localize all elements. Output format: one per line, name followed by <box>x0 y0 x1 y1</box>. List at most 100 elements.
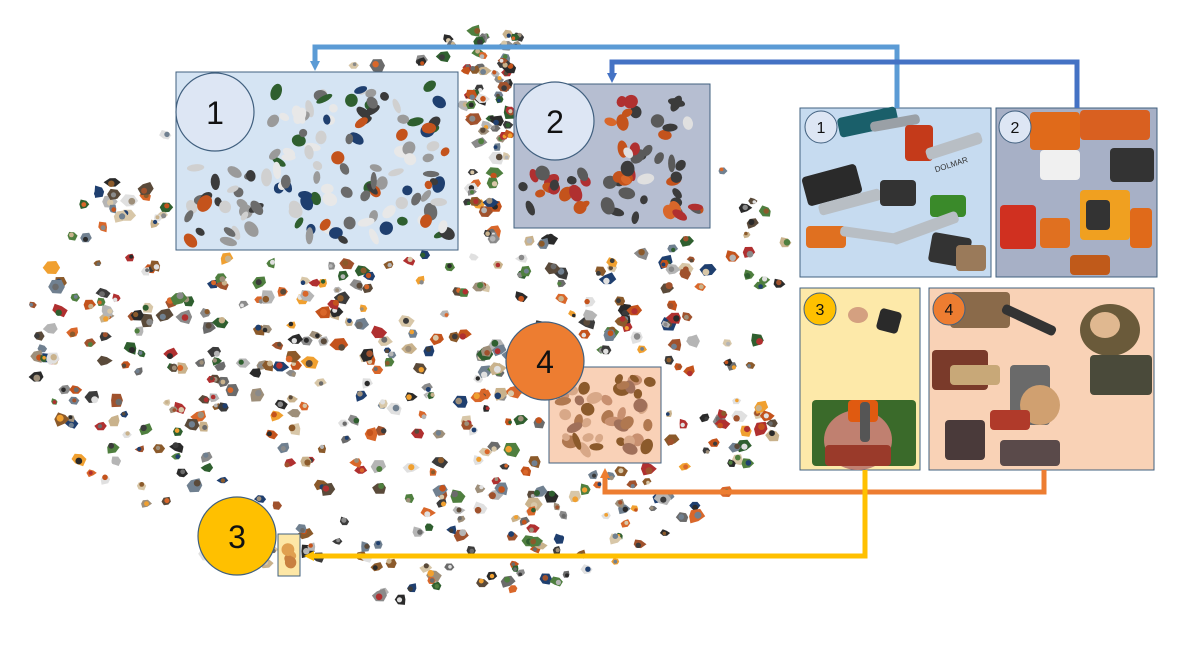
thumbnail <box>102 304 113 316</box>
region-thumbnail <box>675 159 686 171</box>
thumbnail <box>614 296 626 306</box>
thumbnail <box>489 115 504 127</box>
region-thumbnail <box>282 147 296 158</box>
region-thumbnail <box>197 195 213 212</box>
thumbnail <box>491 477 502 485</box>
zoom-panel-1-label: 1 <box>817 120 826 137</box>
region-thumbnail <box>421 122 437 134</box>
thumbnail <box>648 505 658 512</box>
thumbnail <box>175 309 193 325</box>
thumbnail <box>79 199 90 209</box>
thumbnail <box>169 406 178 414</box>
region-thumbnail <box>682 116 693 130</box>
thumbnail <box>502 120 514 129</box>
thumbnail <box>42 261 61 274</box>
thumbnail <box>206 375 216 383</box>
region-thumbnail <box>642 144 653 157</box>
thumbnail <box>741 458 755 469</box>
thumbnail <box>478 447 493 457</box>
region-thumbnail <box>186 164 205 172</box>
thumbnail <box>238 300 249 309</box>
region-thumbnail <box>407 117 424 127</box>
region-thumbnail <box>339 163 350 175</box>
thumbnail <box>660 282 674 294</box>
thumbnail <box>510 33 520 41</box>
region-thumbnail <box>357 217 375 227</box>
region-thumbnails <box>183 80 704 569</box>
thumbnail <box>70 293 80 302</box>
region-thumbnail <box>288 200 302 217</box>
thumbnail <box>448 331 460 343</box>
region-thumbnail <box>643 376 656 387</box>
thumbnail-scatter <box>28 24 792 605</box>
thumbnail <box>274 399 288 410</box>
thumbnail <box>515 254 528 263</box>
thumbnail <box>465 113 482 126</box>
thumbnail <box>98 221 107 233</box>
region-thumbnail <box>186 200 198 214</box>
region-thumbnail <box>589 443 604 451</box>
thumbnail <box>109 204 117 214</box>
thumbnail <box>96 355 113 366</box>
thumbnail <box>717 409 728 419</box>
thumbnail <box>286 321 296 329</box>
thumbnail <box>509 560 520 568</box>
thumbnail <box>103 178 121 187</box>
region-thumbnail <box>629 374 639 383</box>
thumbnail <box>216 476 229 484</box>
region-thumbnail <box>687 203 703 211</box>
thumbnail <box>473 455 484 466</box>
thumbnail <box>679 418 688 429</box>
region-thumbnail <box>366 96 378 109</box>
thumbnail <box>137 349 146 358</box>
panel-4-wood-logs <box>932 292 1152 466</box>
thumbnail <box>318 336 329 346</box>
region-thumbnail <box>572 432 582 450</box>
thumbnail <box>526 524 540 533</box>
thumbnail <box>469 426 479 436</box>
thumbnail <box>404 493 415 503</box>
thumbnail <box>317 278 327 288</box>
thumbnail <box>250 388 265 402</box>
thumbnail <box>65 418 79 429</box>
region-thumbnail <box>338 235 348 244</box>
region-thumbnail <box>183 233 198 248</box>
thumbnail <box>520 466 532 477</box>
thumbnail <box>491 344 507 357</box>
thumbnail <box>626 304 643 316</box>
thumbnail <box>108 414 120 427</box>
thumbnail <box>285 369 297 377</box>
thumbnail <box>526 506 536 516</box>
region-thumbnail <box>300 195 314 211</box>
thumbnail <box>633 247 649 261</box>
thumbnail <box>444 563 455 571</box>
thumbnail <box>593 481 602 489</box>
thumbnail <box>307 542 316 551</box>
thumbnail <box>354 465 368 474</box>
region-thumbnail <box>582 433 594 442</box>
thumbnail <box>584 297 596 308</box>
thumbnail <box>198 395 210 404</box>
thumbnail <box>287 409 301 418</box>
thumbnail <box>738 203 753 213</box>
thumbnail <box>467 188 477 196</box>
thumbnail <box>718 167 728 175</box>
region-thumbnail <box>345 93 358 107</box>
thumbnail <box>667 244 679 253</box>
region-thumbnail <box>614 374 623 384</box>
thumbnail <box>461 420 474 430</box>
thumbnail <box>553 533 565 544</box>
thumbnail <box>217 402 229 412</box>
region-thumbnail <box>604 117 617 127</box>
thumbnail <box>659 529 671 536</box>
thumbnail <box>295 524 307 533</box>
thumbnail <box>300 290 315 302</box>
thumbnail <box>95 287 111 298</box>
region-thumbnail <box>525 200 536 216</box>
thumbnail <box>732 397 742 405</box>
panel-1-chainsaws: DOLMAR <box>801 106 986 271</box>
thumbnail <box>130 309 144 321</box>
thumbnail <box>555 293 568 305</box>
region-thumbnail <box>388 168 404 177</box>
region-thumbnail <box>430 198 448 207</box>
